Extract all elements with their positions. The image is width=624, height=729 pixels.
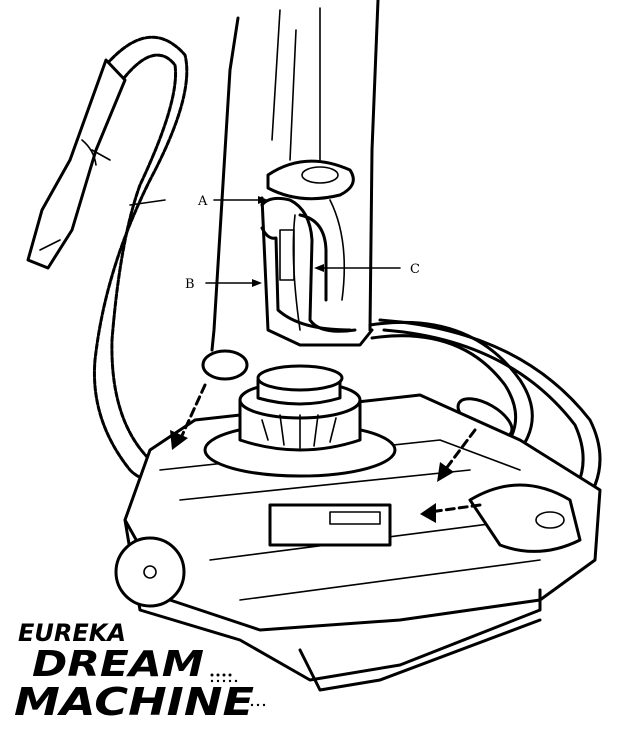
- hose: [92, 35, 189, 479]
- handle-column: [210, 0, 380, 352]
- eureka-dream-machine-logo: EUREKA DREAM MACHINE: [14, 619, 266, 724]
- logo-line-2: MACHINE: [14, 680, 254, 724]
- callout-b: B: [185, 277, 262, 292]
- hand-tool: [26, 58, 127, 270]
- logo-speed-dots: [210, 673, 266, 707]
- internal-tubing: [260, 196, 357, 333]
- motor: [203, 364, 397, 478]
- callout-a: A: [197, 194, 268, 209]
- logo-line-1: DREAM: [32, 644, 204, 685]
- callout-c-label: C: [410, 262, 420, 277]
- callout-c: C: [314, 262, 420, 277]
- logo-brand: EUREKA: [18, 619, 126, 647]
- tank-area: [268, 483, 582, 553]
- callout-b-label: B: [185, 277, 195, 292]
- assembly-arrows: [170, 383, 482, 523]
- callout-a-label: A: [197, 194, 208, 209]
